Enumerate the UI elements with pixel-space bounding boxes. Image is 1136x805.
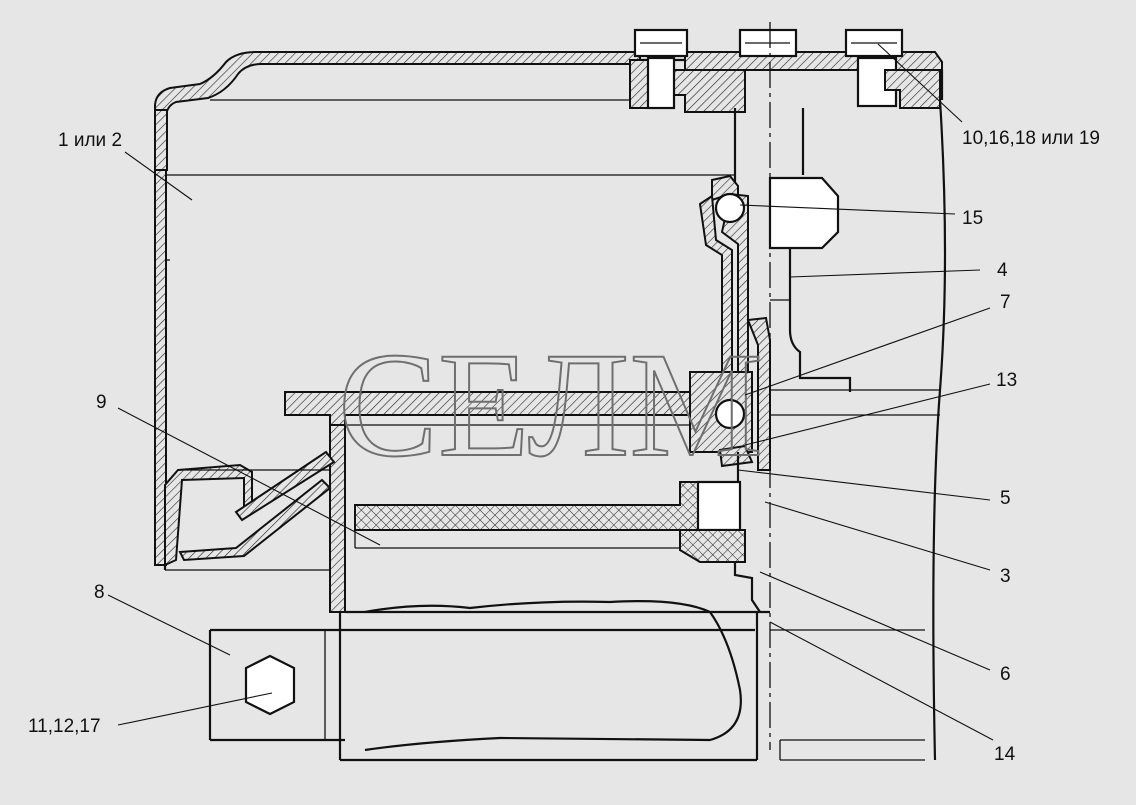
callout-6: 6 [1000, 664, 1011, 685]
callout-14: 14 [994, 744, 1016, 765]
lower-housing [208, 600, 757, 762]
callout-7: 7 [1000, 292, 1011, 313]
disc-rod [354, 480, 761, 613]
callout-1-or-2: 1 или 2 [58, 130, 122, 151]
callout-5: 5 [1000, 488, 1011, 509]
bearing-housing [689, 174, 771, 496]
callout-13: 13 [996, 370, 1017, 391]
right-body [770, 99, 947, 761]
inner-housing [164, 424, 770, 614]
top-flange [629, 28, 941, 113]
watermark: СЕЛМ [338, 322, 763, 488]
callout-9: 9 [96, 392, 107, 413]
callout-11-12-17: 11,12,17 [28, 716, 101, 737]
leader-lines [107, 43, 994, 741]
callout-4: 4 [997, 260, 1008, 281]
callout-10-16-18-19: 10,16,18 или 19 [962, 128, 1100, 149]
bolt-hex-head [244, 654, 296, 716]
callout-3: 3 [1000, 566, 1011, 587]
callout-8: 8 [94, 582, 105, 603]
callout-labels: 1 или 2 10,16,18 или 19 15 4 7 13 9 5 3 … [28, 128, 1100, 765]
callout-15: 15 [962, 208, 983, 229]
